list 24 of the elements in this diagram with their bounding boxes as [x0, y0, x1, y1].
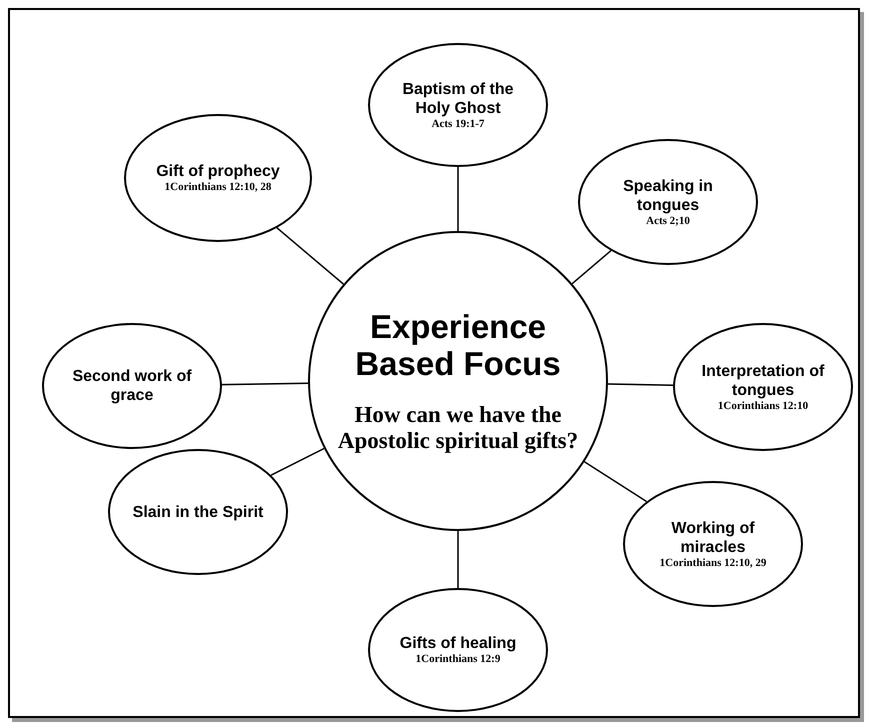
- scripture-reference: Acts 2;10: [646, 214, 690, 228]
- connector-line: [276, 227, 344, 285]
- connector-line: [457, 531, 459, 588]
- scripture-reference: 1Corinthians 12:9: [416, 653, 500, 666]
- connector-line: [572, 250, 612, 284]
- connector-line: [270, 448, 324, 476]
- connector-line: [457, 167, 459, 231]
- connector-line: [222, 382, 308, 386]
- topic-label: Gift of prophecy: [156, 162, 280, 181]
- connector-line: [608, 383, 674, 386]
- topic-label: Interpretation of tongues: [700, 362, 826, 400]
- topic-label: Gifts of healing: [400, 634, 516, 653]
- central-title: Experience Based Focus: [354, 308, 562, 382]
- scripture-reference: Acts 19:1-7: [432, 118, 484, 130]
- topic-label: Second work of grace: [71, 367, 193, 405]
- scripture-reference: 1Corinthians 12:10, 29: [660, 556, 766, 570]
- connector-line: [584, 461, 647, 502]
- topic-label: Slain in the Spirit: [132, 502, 264, 522]
- central-question: How can we have the Apostolic spiritual gifts?: [336, 402, 580, 454]
- topic-label: Working of miracles: [670, 518, 756, 556]
- scripture-reference: 1Corinthians 12:10: [718, 400, 808, 412]
- scripture-reference: 1Corinthians 12:10, 28: [164, 181, 272, 194]
- topic-label: Baptism of the Holy Ghost: [401, 80, 515, 118]
- topic-label: Speaking in tongues: [622, 176, 714, 214]
